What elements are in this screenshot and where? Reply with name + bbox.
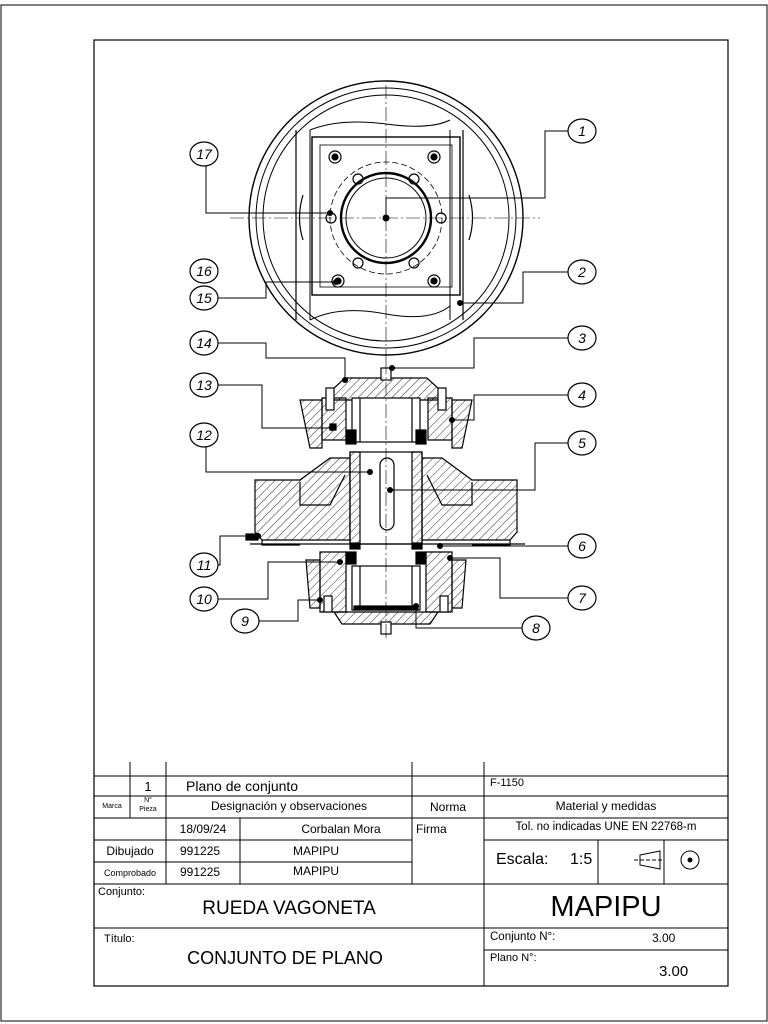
dibujado-code: 991225 bbox=[180, 844, 221, 858]
comprobado-label: Comprobado bbox=[103, 868, 157, 878]
item-qty: 1 bbox=[144, 779, 152, 794]
drawing-frame bbox=[93, 39, 729, 987]
item-description: Plano de conjunto bbox=[186, 778, 299, 794]
callout-15: 15 bbox=[189, 285, 219, 311]
firma-label: Firma bbox=[416, 822, 447, 836]
escala-label: Escala: bbox=[496, 851, 549, 868]
callout-label: 15 bbox=[196, 290, 212, 306]
callout-16: 16 bbox=[189, 258, 219, 284]
item-code: F-1150 bbox=[490, 777, 525, 789]
callout-8: 8 bbox=[521, 615, 551, 641]
plano-n-label: Plano N°: bbox=[490, 952, 537, 964]
callout-label: 8 bbox=[532, 620, 540, 636]
callout-2: 2 bbox=[567, 259, 597, 285]
col-marca: Marca bbox=[102, 803, 122, 810]
comprobado-name: MAPIPU bbox=[293, 864, 340, 878]
title-block-grid bbox=[94, 762, 728, 986]
titulo-label: Título: bbox=[104, 933, 135, 945]
conjunto-n-value: 3.00 bbox=[652, 931, 676, 945]
callout-1: 1 bbox=[567, 118, 597, 144]
callout-label: 7 bbox=[578, 590, 587, 606]
plano-n-value: 3.00 bbox=[659, 963, 689, 980]
callout-label: 4 bbox=[578, 387, 586, 403]
col-norma: Norma bbox=[429, 800, 466, 814]
tolerance-note: Tol. no indicadas UNE EN 22768-m bbox=[515, 821, 697, 833]
callout-label: 17 bbox=[196, 146, 213, 162]
callout-label: 10 bbox=[196, 591, 212, 607]
callout-6: 6 bbox=[567, 533, 597, 559]
col-pieza-n: N° bbox=[144, 797, 152, 804]
date: 18/09/24 bbox=[179, 822, 227, 836]
callout-label: 9 bbox=[241, 613, 249, 629]
callout-9: 9 bbox=[230, 608, 260, 634]
callout-label: 2 bbox=[577, 264, 586, 280]
col-designacion: Designación y observaciones bbox=[210, 799, 368, 813]
company-name: MAPIPU bbox=[550, 891, 662, 923]
conjunto-value: RUEDA VAGONETA bbox=[202, 898, 376, 919]
dibujado-name: MAPIPU bbox=[293, 844, 340, 858]
comprobado-code: 991225 bbox=[180, 865, 221, 879]
callout-13: 13 bbox=[189, 372, 219, 398]
callout-label: 12 bbox=[196, 427, 212, 443]
projection-symbol-icon bbox=[634, 850, 700, 870]
callout-7: 7 bbox=[567, 585, 597, 611]
col-pieza: Pieza bbox=[139, 806, 157, 813]
col-material: Material y medidas bbox=[555, 799, 657, 813]
callout-label: 16 bbox=[196, 263, 212, 279]
author-name: Corbalan Mora bbox=[301, 822, 381, 836]
wheel-top-view bbox=[230, 80, 540, 360]
callout-label: 1 bbox=[578, 123, 586, 139]
callout-10: 10 bbox=[189, 586, 219, 612]
callout-11: 11 bbox=[189, 552, 219, 578]
callout-label: 3 bbox=[578, 330, 586, 346]
callout-label: 14 bbox=[196, 335, 212, 351]
callout-5: 5 bbox=[567, 430, 597, 456]
callout-label: 11 bbox=[197, 557, 212, 573]
callout-14: 14 bbox=[189, 330, 219, 356]
conjunto-n-label: Conjunto N°: bbox=[490, 931, 556, 943]
callout-3: 3 bbox=[567, 325, 597, 351]
escala-value: 1:5 bbox=[570, 851, 593, 868]
wheel-section-view bbox=[245, 360, 525, 640]
titulo-value: CONJUNTO DE PLANO bbox=[187, 948, 383, 968]
callout-label: 5 bbox=[578, 435, 586, 451]
outer-border bbox=[0, 4, 768, 1022]
callout-label: 6 bbox=[578, 538, 586, 554]
conjunto-label: Conjunto: bbox=[98, 886, 146, 898]
dibujado-label: Dibujado bbox=[106, 844, 154, 858]
callout-12: 12 bbox=[189, 422, 219, 448]
callout-17: 17 bbox=[189, 141, 219, 167]
callout-4: 4 bbox=[567, 382, 597, 408]
callout-label: 13 bbox=[196, 377, 212, 393]
